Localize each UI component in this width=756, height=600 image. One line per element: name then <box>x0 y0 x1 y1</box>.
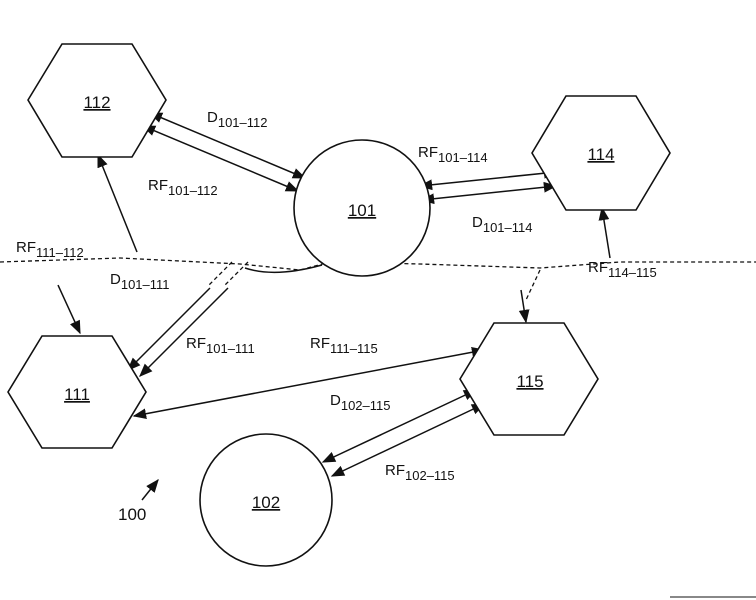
link-111-115 <box>132 346 486 420</box>
label-rf-101-112: RF101–112 <box>148 177 218 198</box>
svg-text:101: 101 <box>348 201 376 220</box>
label-d-102-115: D102–115 <box>330 392 391 413</box>
link-114-115-lower <box>518 289 530 324</box>
svg-text:115: 115 <box>516 372 543 391</box>
svg-text:100: 100 <box>118 505 146 524</box>
svg-text:102: 102 <box>252 493 280 512</box>
link-114-115-upper <box>598 206 611 259</box>
link-111-112-upper <box>97 153 138 253</box>
link-102-115 <box>321 389 486 477</box>
node-101: 101 <box>293 139 431 277</box>
node-114: 114 <box>531 95 671 211</box>
label-d-101-111: D101–111 <box>110 271 170 292</box>
node-102: 102 <box>199 433 333 567</box>
svg-text:111: 111 <box>64 385 90 404</box>
label-rf-111-112: RF111–112 <box>16 239 84 260</box>
link-101-114 <box>418 167 558 205</box>
figure-reference: 100 <box>118 478 159 524</box>
label-rf-101-111: RF101–111 <box>186 335 255 356</box>
svg-text:112: 112 <box>83 93 110 112</box>
svg-text:114: 114 <box>587 145 614 164</box>
label-rf-102-115: RF102–115 <box>385 462 455 483</box>
link-101-111 <box>127 287 229 377</box>
label-rf-114-115: RF114–115 <box>588 259 657 280</box>
label-d-101-112: D101–112 <box>207 109 268 130</box>
link-101-112 <box>141 112 307 192</box>
label-rf-111-115: RF111–115 <box>310 335 378 356</box>
node-112: 112 <box>27 43 167 158</box>
label-d-101-114: D101–114 <box>472 214 533 235</box>
node-115: 115 <box>459 322 599 436</box>
node-111: 111 <box>7 335 147 449</box>
label-rf-101-114: RF101–114 <box>418 144 488 165</box>
link-111-112-lower <box>57 284 81 335</box>
